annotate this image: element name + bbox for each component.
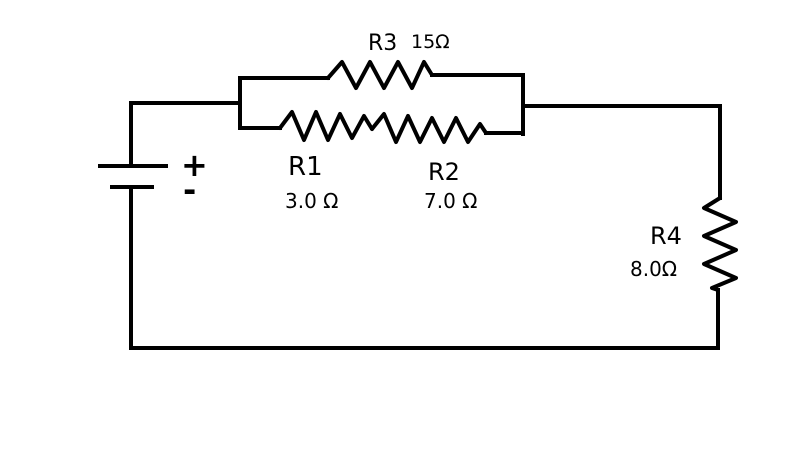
r3-label: R3: [368, 31, 397, 56]
wire-left-bottom: [129, 185, 720, 350]
resistor-r3: [326, 60, 434, 90]
r4-label: R4: [650, 222, 682, 250]
battery-minus-sign: -: [183, 171, 196, 209]
resistor-r1: [278, 110, 374, 142]
r1-label: R1: [288, 152, 323, 182]
r1-value: 3.0 Ω: [285, 189, 338, 213]
r2-label: R2: [428, 158, 460, 186]
battery-plus-sign: +: [181, 146, 208, 184]
r2-value: 7.0 Ω: [424, 189, 477, 213]
r4-value: 8.0Ω: [630, 257, 677, 281]
resistor-r2: [370, 112, 488, 144]
wire-left-top: [129, 101, 242, 168]
wire-right-top: [521, 104, 722, 200]
r3-value: 15Ω: [411, 31, 450, 53]
resistor-r4: [702, 196, 738, 292]
